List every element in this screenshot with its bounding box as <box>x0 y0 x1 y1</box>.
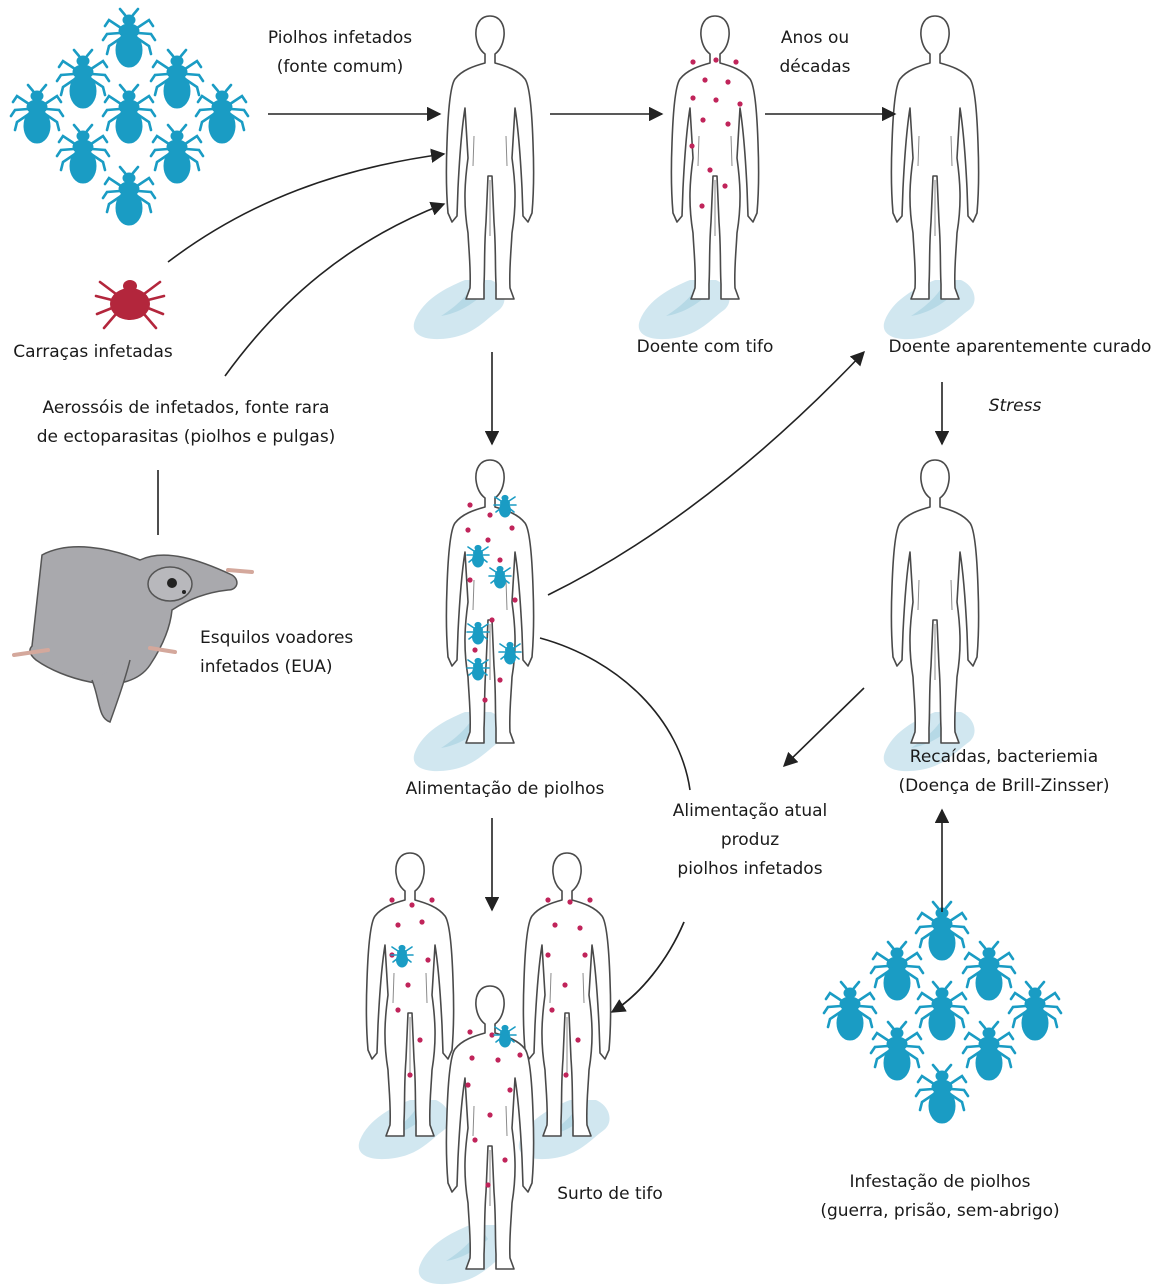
tick-icon <box>96 280 164 328</box>
label-lice-infestation: Infestação de piolhos (guerra, prisão, s… <box>815 1168 1065 1226</box>
person-typhus-patient <box>639 16 759 339</box>
arrow-relapse-to-feeding <box>784 688 864 766</box>
lice-cluster-bottom-right-icon <box>824 902 1061 1123</box>
label-apparently-cured: Doente aparentemente curado <box>880 333 1160 362</box>
label-typhus-patient: Doente com tifo <box>610 333 800 362</box>
label-flying-squirrels: Esquilos voadores infetados (EUA) <box>200 624 370 682</box>
label-stress: Stress <box>970 392 1060 421</box>
person-lice-feeding <box>414 460 534 771</box>
label-relapses: Recaídas, bacteriemia (Doença de Brill-Z… <box>880 743 1128 801</box>
label-current-feeding: Alimentação atual produz piolhos infetad… <box>660 797 840 884</box>
label-infected-lice: Piolhos infetados (fonte comum) <box>250 24 430 82</box>
arrow-aerosols-to-person <box>225 204 444 376</box>
lice-cluster-top-left-icon <box>11 9 248 225</box>
label-infected-ticks: Carraças infetadas <box>0 338 186 367</box>
arrow-ticks-to-person <box>168 154 444 262</box>
label-aerosols: Aerossóis de infetados, fonte rara de ec… <box>20 394 352 452</box>
label-lice-feeding: Alimentação de piolhos <box>390 775 620 804</box>
label-typhus-outbreak: Surto de tifo <box>545 1180 675 1209</box>
arrow-feeding-to-cured <box>548 352 864 595</box>
person-apparently-cured <box>884 16 979 339</box>
label-years: Anos ou décadas <box>760 24 870 82</box>
person-infected-top <box>414 16 534 339</box>
person-outbreak-left <box>359 853 454 1159</box>
person-relapse <box>884 460 979 771</box>
